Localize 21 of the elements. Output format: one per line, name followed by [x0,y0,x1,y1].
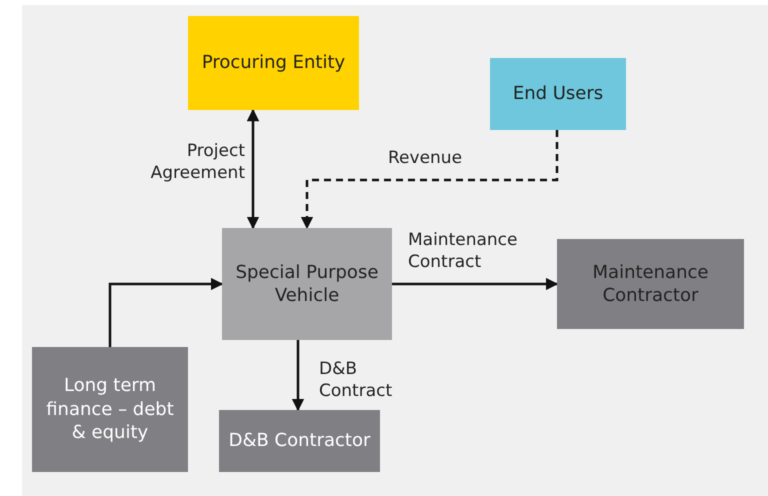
edge-label: Revenue [388,147,464,170]
arrow [108,278,224,347]
node-label: Long term finance – debt & equity [45,374,175,445]
arrow [300,130,558,230]
node-label: Procuring Entity [202,51,346,75]
edge-label: Maintenance Contract [408,229,518,274]
process-box [557,239,744,329]
node-label: D&B Contractor [228,429,370,453]
process-box [188,16,359,110]
process-box [222,228,392,340]
node-label: Maintenance Contractor [592,260,710,308]
edge-label: Project Agreement [150,140,245,184]
node-label: End Users [512,82,604,106]
arrow [246,108,260,230]
node-label: Special Purpose Vehicle [234,260,380,308]
process-box [32,347,188,472]
process-box [219,410,380,472]
arrow [292,340,304,412]
process-box [490,58,626,130]
edge-label: D&B Contract [319,358,394,402]
arrow [392,278,558,290]
